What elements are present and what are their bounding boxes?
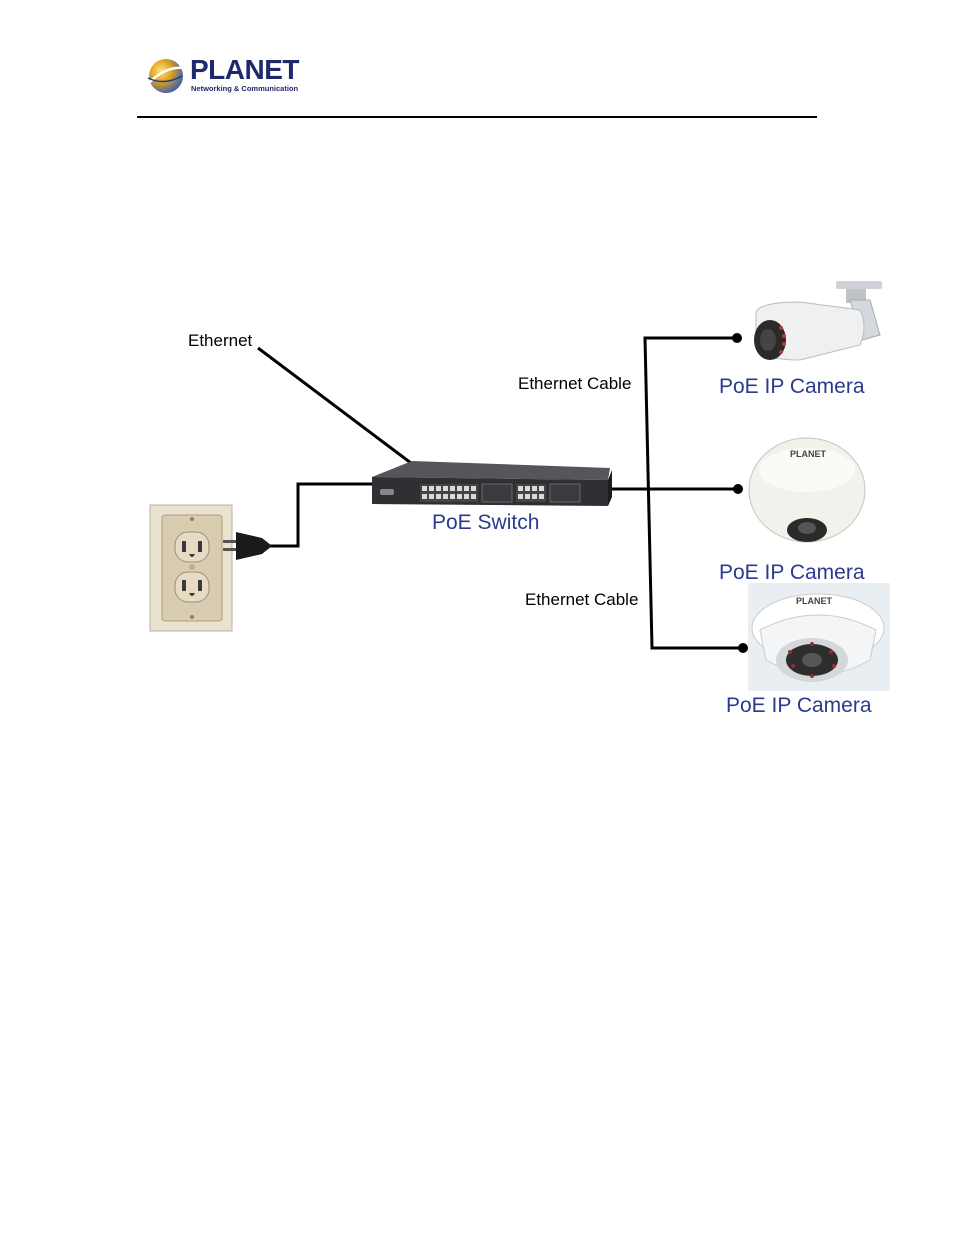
cable-end-dot-2	[733, 484, 743, 494]
poe-switch-label: PoE Switch	[432, 511, 540, 534]
power-plug-icon	[223, 532, 272, 560]
planet-logo: PLANET Networking & Communication	[146, 54, 306, 98]
camera-3-label: PoE IP Camera	[726, 694, 872, 717]
ir-dome-brand-text: PLANET	[796, 596, 833, 606]
ethernet-cable-label-bottom: Ethernet Cable	[525, 590, 639, 609]
brand-name: PLANET	[190, 54, 300, 85]
ir-dome-camera-icon: PLANET	[748, 583, 890, 691]
brand-tagline: Networking & Communication	[191, 84, 299, 93]
bullet-camera-icon	[754, 281, 882, 361]
poe-switch-icon	[372, 461, 612, 506]
uplink-cable	[257, 346, 416, 468]
camera-2-label: PoE IP Camera	[719, 561, 865, 584]
dome-camera-icon: PLANET	[748, 437, 866, 543]
camera-1-label: PoE IP Camera	[719, 375, 865, 398]
cable-trunk	[643, 336, 743, 650]
header-divider	[137, 116, 817, 118]
cable-end-dot-1	[732, 333, 742, 343]
ethernet-label: Ethernet	[188, 331, 253, 350]
cable-end-dot-3	[738, 643, 748, 653]
dome-brand-text: PLANET	[790, 449, 827, 459]
ethernet-cable-label-top: Ethernet Cable	[518, 374, 632, 393]
power-cord	[270, 482, 372, 548]
planet-globe-icon	[147, 59, 185, 93]
wall-outlet-icon	[149, 504, 233, 632]
